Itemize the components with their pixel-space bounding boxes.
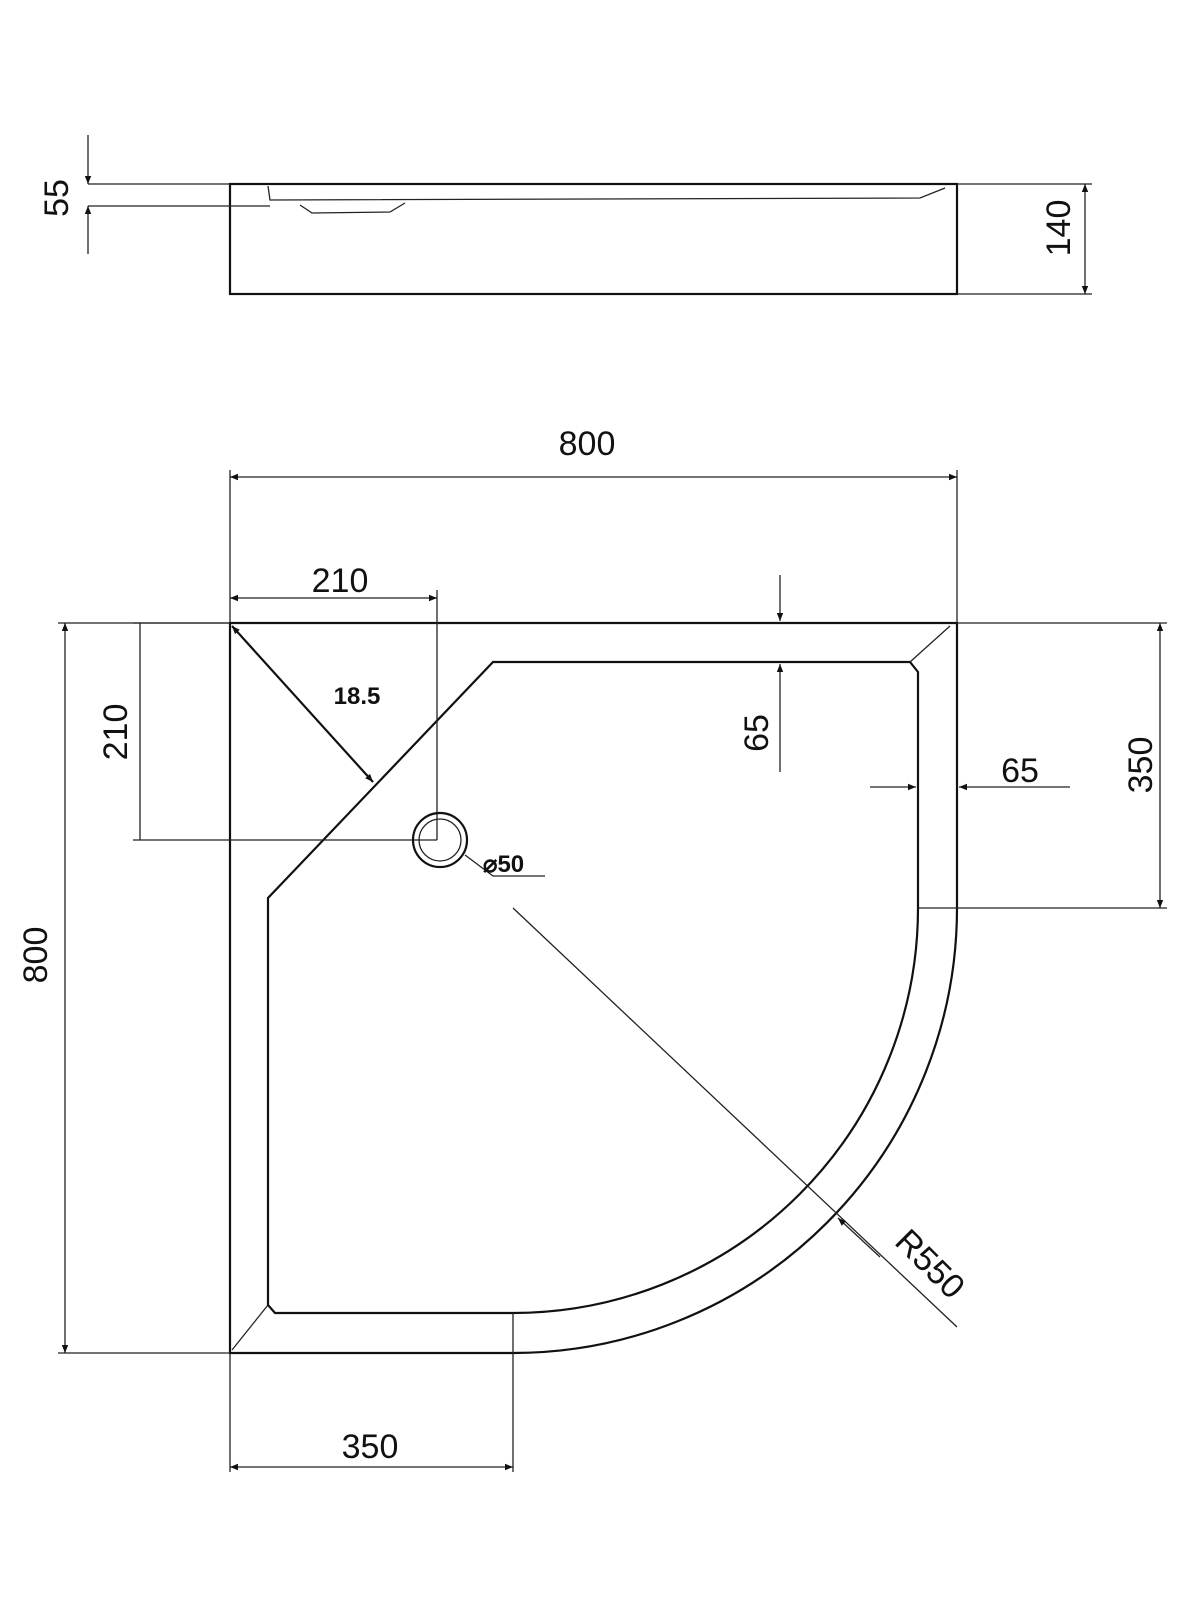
side-drain-profile (299, 202, 406, 214)
tray-inner-rim (266, 660, 920, 1315)
plan-view: 800 210 210 800 18.5 ⌀50 65 65 350 350 R… (17, 425, 1167, 1472)
corner-label: 18.5 (334, 683, 381, 710)
straight-side-right-label: 350 (1122, 737, 1160, 794)
tray-outline (228, 621, 959, 1355)
drain-x-label: 210 (312, 562, 369, 600)
rim-side-label: 65 (1001, 752, 1039, 790)
drain-diameter-label: ⌀50 (483, 851, 524, 878)
drain-outer-circle (411, 811, 469, 869)
width-label: 800 (559, 425, 616, 463)
side-body (228, 182, 959, 296)
height-label: 800 (17, 927, 55, 984)
side-depth-label: 55 (38, 179, 76, 217)
side-height-label: 140 (1040, 200, 1078, 257)
side-surface-profile (267, 185, 946, 201)
radius-label: R550 (888, 1222, 972, 1306)
straight-side-bottom-label: 350 (342, 1428, 399, 1466)
rim-top-label: 65 (738, 714, 776, 752)
drain-inner-circle (418, 818, 462, 862)
side-view: 55 140 (38, 135, 1092, 296)
drain-y-label: 210 (97, 704, 135, 761)
